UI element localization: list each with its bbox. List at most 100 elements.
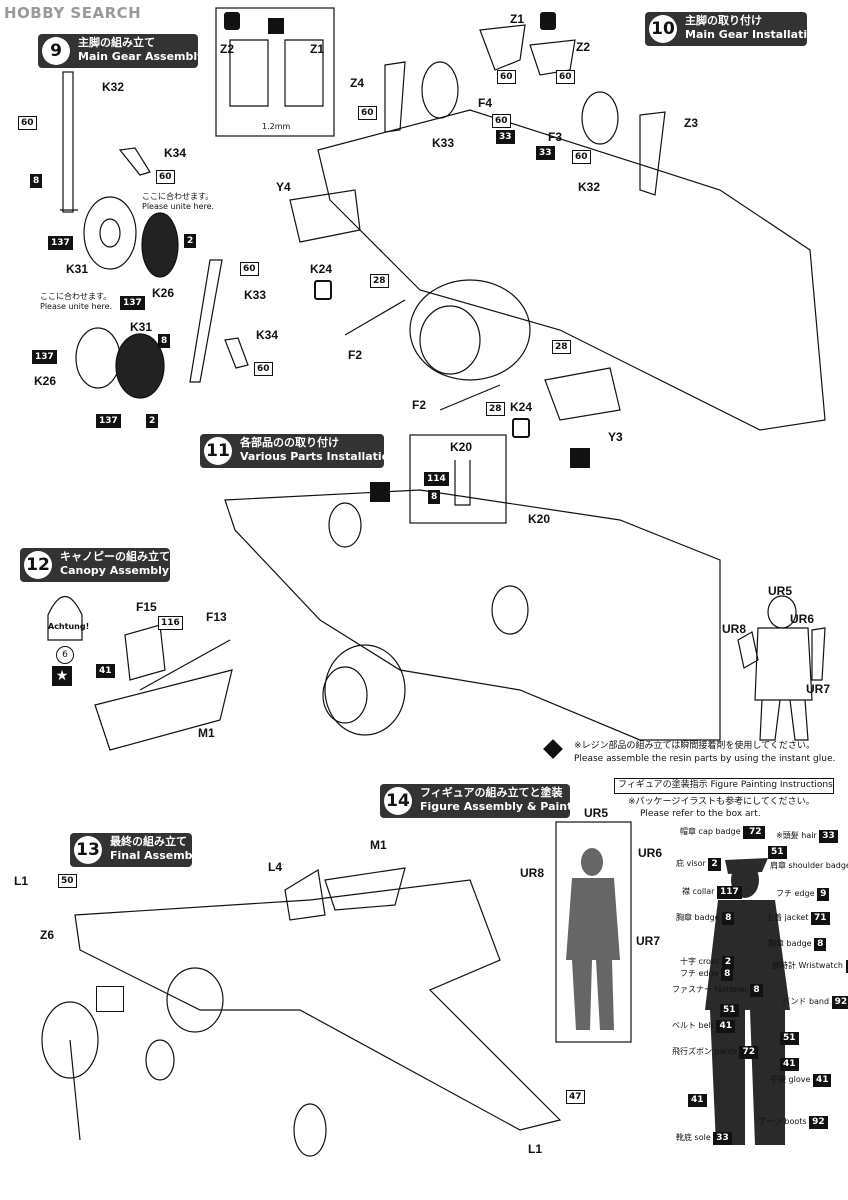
cover-y4 [289,189,361,243]
paint-callout-label: 襟 collar [682,887,718,896]
paint-callout-label: ベルト belt [672,1021,717,1030]
label-f2-b: F2 [412,398,427,412]
color-code: 137 [48,236,73,250]
painting-ref-en: Please refer to the box art. [640,809,761,819]
paint-callout-label: 上着 jacket [766,913,812,922]
paint-callout-label: ブーツ boots [758,1117,810,1126]
photo-ur8: UR8 [520,866,545,880]
paint-color-code: 71 [811,912,830,925]
wheel-top-right [581,91,619,145]
inset-dimension: 1.2mm [262,122,291,131]
paint-callout-label: 胸章 badge [768,939,815,948]
paint-callout: 51 [720,1004,739,1017]
paint-callout: 41 [688,1094,707,1107]
paint-color-code: 51 [780,1032,799,1045]
paint-callout: ブーツ boots 92 [758,1116,828,1129]
color-code: 60 [254,362,273,376]
wheel-k31 [83,196,137,270]
color-code: 60 [572,150,591,164]
color-code: 60 [358,106,377,120]
color-code: 28 [486,402,505,416]
color-code: 114 [424,472,449,486]
step-9-header: 9 主脚の組み立て Main Gear Assembly [38,34,204,68]
paint-callout: 肩章 shoulder badge 8 [770,860,848,873]
paint-callout: 51 [780,1032,799,1045]
color-code: 116 [158,616,183,630]
wheel-k26-b [75,327,121,389]
headrest-text: Achtung! [48,622,90,631]
label-k24-b: K24 [510,400,533,414]
engine-cowl [409,279,531,381]
paint-callout: フチ edge 8 [680,968,734,981]
label-f13: F13 [206,610,227,624]
paint-color-code: 8 [721,968,734,981]
label-z2: Z2 [576,40,591,54]
paint-callout: 胸章 badge 8 [768,938,827,951]
paint-callout: フチ edge 9 [776,888,830,901]
paint-color-code: 33 [713,1132,732,1145]
propeller [41,1001,99,1079]
painting-title-box [614,778,834,794]
paint-color-code: 51 [768,846,787,859]
color-code: 47 [566,1090,585,1104]
paint-callout: バンド band 92 [782,996,848,1009]
engine-step11 [324,644,406,736]
photo-ur5: UR5 [584,806,609,820]
paint-callout-label: フチ edge [776,889,818,898]
paint-color-code: 8 [750,984,763,997]
unite-note-jp: ここに合わせます。 [142,192,214,201]
paint-callout-label: 庇 visor [676,859,709,868]
paint-callout-label: 十字 cross [680,957,722,966]
wing-outline [317,109,826,431]
label-l1-b: L1 [528,1142,543,1156]
inset-z1: Z1 [310,42,325,56]
label-z4: Z4 [350,76,365,90]
engine-step13 [166,967,224,1033]
stripe-pattern-icon [268,18,284,34]
color-code: 137 [120,296,145,310]
label-k26-b: K26 [34,374,57,388]
paint-callout-label: 腕時計 Wristwatch [772,961,846,970]
figure-painted [705,858,790,1145]
resin-note-en: Please assemble the resin parts by using… [574,754,836,764]
step-13-header: 13 最終の組み立て Final Assembly [70,833,203,867]
label-y3: Y3 [608,430,623,444]
figure-ur7: UR7 [806,682,831,696]
label-k24: K24 [310,262,333,276]
paint-color-code: 41 [812,1074,832,1087]
paint-callout: ※頭髪 hair 33 [776,830,838,843]
paint-color-code: 41 [716,1020,735,1033]
paint-callout-label: バンド band [782,997,832,1006]
paint-callout-label: 帽章 cap badge [680,827,744,836]
label-f3: F3 [548,130,563,144]
paint-color-code: 72 [746,826,765,839]
label-k31: K31 [66,262,89,276]
drill-hole-icon [570,448,590,468]
gear-door-z4 [384,61,406,133]
headrest [47,596,83,641]
drill-hole-icon [370,482,390,502]
gear-door-k34 [118,147,151,176]
color-code: 60 [497,70,516,84]
label-k33: K33 [244,288,267,302]
paint-callout: ベルト belt 41 [672,1020,735,1033]
color-code: 60 [18,116,37,130]
aircraft-step13 [74,879,562,1131]
label-f15: F15 [136,600,157,614]
wheel-k31-b [115,333,165,399]
canopy-m1-final [324,867,406,911]
watermark-logo: HOBBY SEARCH [4,4,142,22]
label-k32: K32 [102,80,125,94]
step-14-header: 14 フィギュアの組み立てと塗装 Figure Assembly & Paint… [380,784,592,818]
paint-callout-label: フチ edge [680,969,722,978]
paint-callout-label: 飛行ズボン pants [672,1047,740,1056]
label-z3: Z3 [684,116,699,130]
windshield-l4 [284,869,326,921]
painting-ref-jp: ※パッケージイラストも参考にしてください。 [628,797,815,807]
paint-callout-label: 肩章 shoulder badge [770,861,848,870]
paint-callout: 手袋 glove 41 [770,1074,832,1087]
wheel-top-left [421,61,459,119]
paint-callout-label: ファスナー fastener [672,985,751,994]
paint-callout: 腕時計 Wristwatch 8 [772,960,848,973]
inset-box [215,7,335,137]
